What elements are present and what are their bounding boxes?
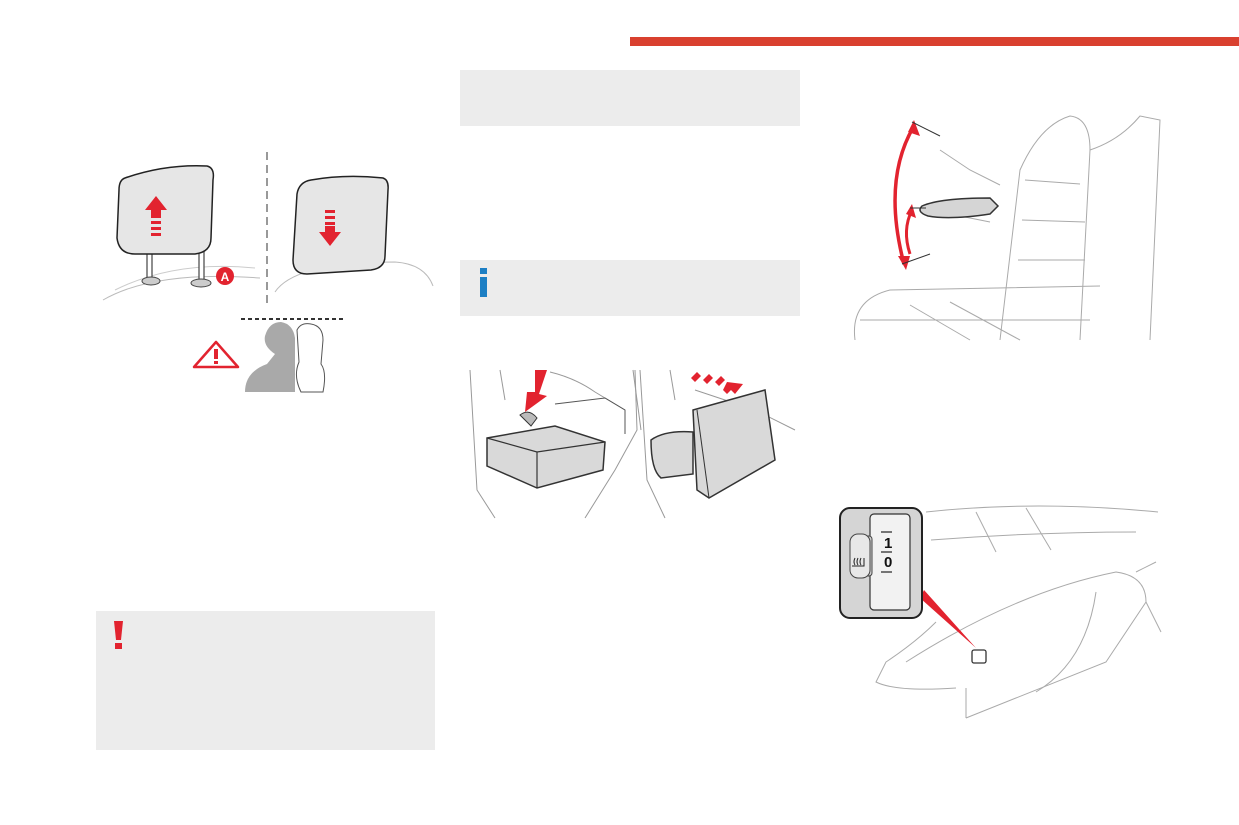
- armrest-adjustment-illustration: [853, 115, 1161, 341]
- arrow-down-icon: [525, 370, 547, 412]
- note-box: [460, 70, 800, 126]
- arrow-down-icon: [319, 226, 341, 246]
- warning-triangle-icon: [192, 340, 240, 369]
- warning-box: [96, 611, 435, 750]
- arrow-right-icon: [691, 372, 743, 394]
- switch-level-0: 0: [884, 554, 892, 571]
- info-box: [460, 260, 800, 316]
- switch-level-1: 1: [884, 535, 892, 552]
- rear-seat-folding-illustration: [469, 369, 796, 519]
- marker-a: [216, 267, 234, 285]
- seat-heater-icon: [852, 557, 865, 567]
- marker-a-label: A: [221, 270, 230, 284]
- info-icon: [480, 268, 487, 297]
- headrest-adjustment-illustration: A: [102, 152, 434, 393]
- header-accent-bar: [630, 37, 1239, 46]
- heated-seat-illustration: 1 0: [839, 505, 1162, 719]
- arrow-up-icon: [145, 196, 167, 218]
- exclamation-icon: [114, 621, 123, 649]
